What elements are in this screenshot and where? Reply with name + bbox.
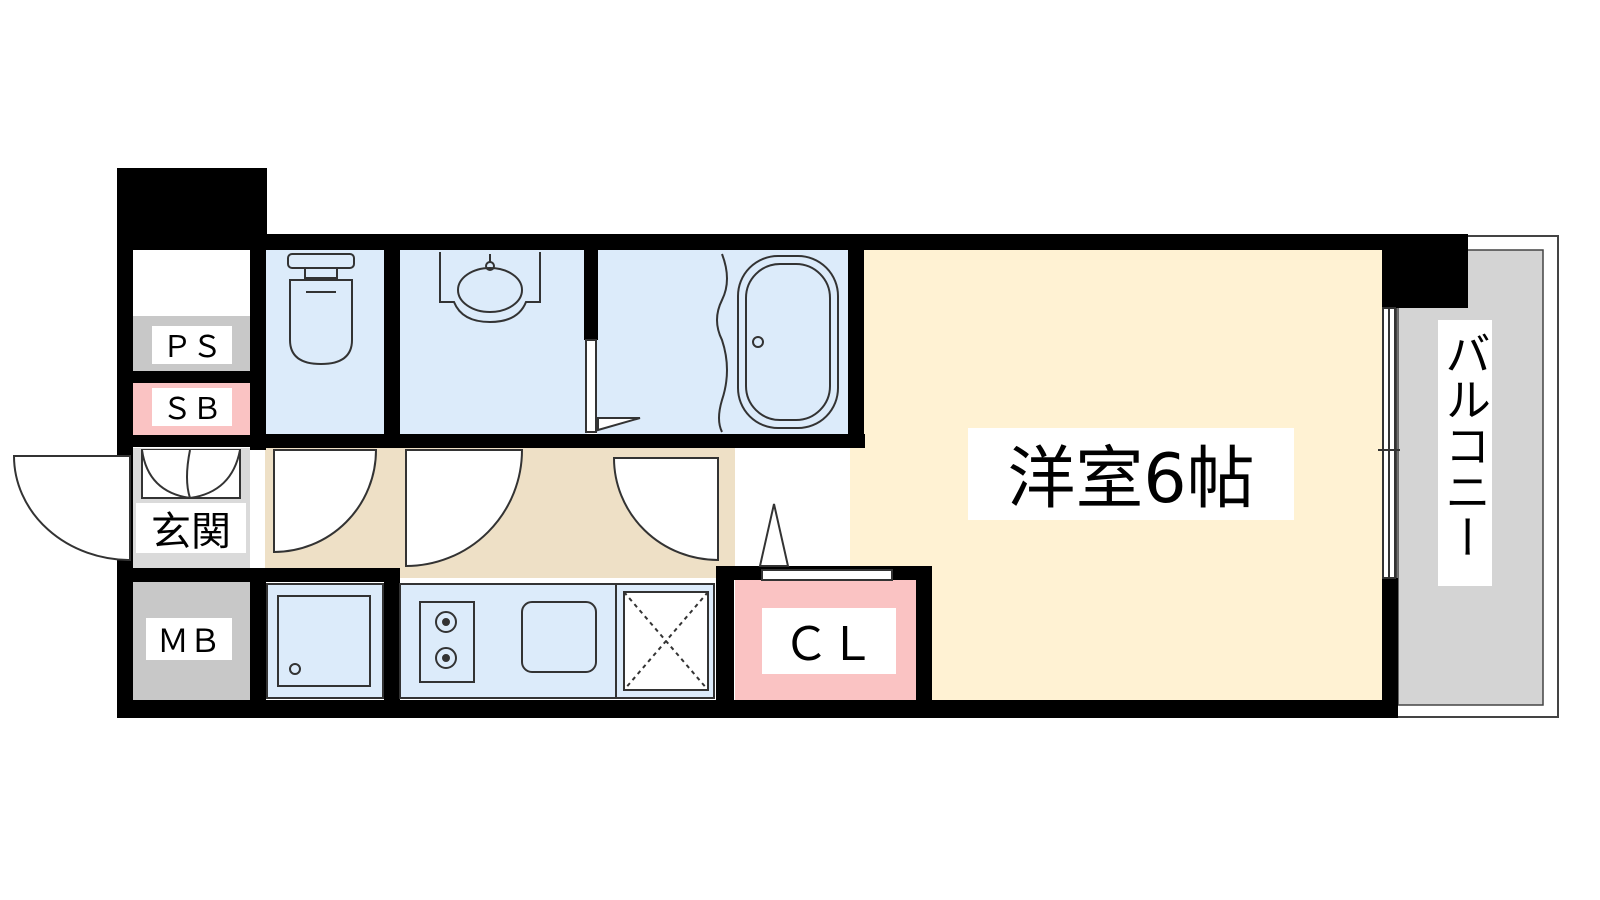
wall-column-left bbox=[117, 168, 267, 250]
wall-right-lower bbox=[1382, 578, 1398, 718]
wall-mb-right bbox=[250, 568, 266, 708]
closet-label-bg bbox=[762, 608, 896, 674]
meter-box-label-bg bbox=[146, 618, 232, 660]
washing-machine-space-icon bbox=[615, 583, 715, 699]
pipe-space-label-bg bbox=[152, 326, 232, 364]
wall-toilet-wash bbox=[384, 248, 400, 438]
wall-fridge-stove bbox=[384, 568, 400, 708]
fridge-space-icon bbox=[266, 583, 384, 699]
balcony-label-bg bbox=[1438, 320, 1492, 586]
wash-basin-icon bbox=[439, 252, 541, 324]
wall-top bbox=[250, 234, 1398, 250]
shoe-box-label: ＳＢ bbox=[162, 392, 222, 427]
wall-closet-right bbox=[916, 566, 932, 708]
bath-door-icon bbox=[585, 253, 728, 433]
balcony-window-icon bbox=[1378, 307, 1400, 579]
balcony-inner-line bbox=[1397, 249, 1544, 706]
wall-entry-right bbox=[250, 168, 266, 450]
entrance-label-bg bbox=[136, 503, 246, 553]
sink-icon bbox=[521, 601, 597, 673]
closet-door-icon bbox=[758, 503, 893, 581]
wall-wash-bath bbox=[584, 248, 598, 340]
meter-box-label: ＭＢ bbox=[157, 622, 221, 660]
washroom-door-icon bbox=[405, 449, 524, 568]
bathtub-icon bbox=[737, 255, 839, 429]
wall-sb-bottom bbox=[133, 435, 250, 447]
wall-left-outer bbox=[117, 168, 133, 718]
washroom-floor bbox=[397, 248, 587, 438]
shoe-box-label-bg bbox=[152, 388, 232, 426]
closet-label: ＣＬ bbox=[783, 617, 875, 671]
wall-bottom bbox=[117, 700, 1397, 718]
wall-column-right bbox=[1382, 234, 1468, 308]
room-door-icon bbox=[612, 457, 719, 562]
western-room-label-bg bbox=[968, 428, 1294, 520]
entrance-label: 玄関 bbox=[151, 509, 231, 555]
western-room-label: 洋室6帖 bbox=[1007, 440, 1254, 519]
toilet-door-icon bbox=[273, 449, 378, 554]
wall-ps-sb bbox=[133, 371, 250, 383]
stove-icon bbox=[419, 601, 475, 683]
shoe-box-door-icon bbox=[141, 449, 241, 500]
toilet-icon bbox=[287, 253, 355, 366]
bathroom-floor bbox=[597, 248, 852, 438]
toilet-floor bbox=[265, 248, 387, 438]
entrance-door-icon bbox=[12, 455, 131, 562]
wall-closet-left bbox=[716, 568, 734, 708]
wall-wet-bottom bbox=[265, 434, 865, 448]
balcony-label: バルコニー bbox=[1438, 330, 1492, 560]
pipe-space-label: ＰＳ bbox=[162, 330, 222, 365]
wall-bath-room bbox=[848, 248, 864, 448]
